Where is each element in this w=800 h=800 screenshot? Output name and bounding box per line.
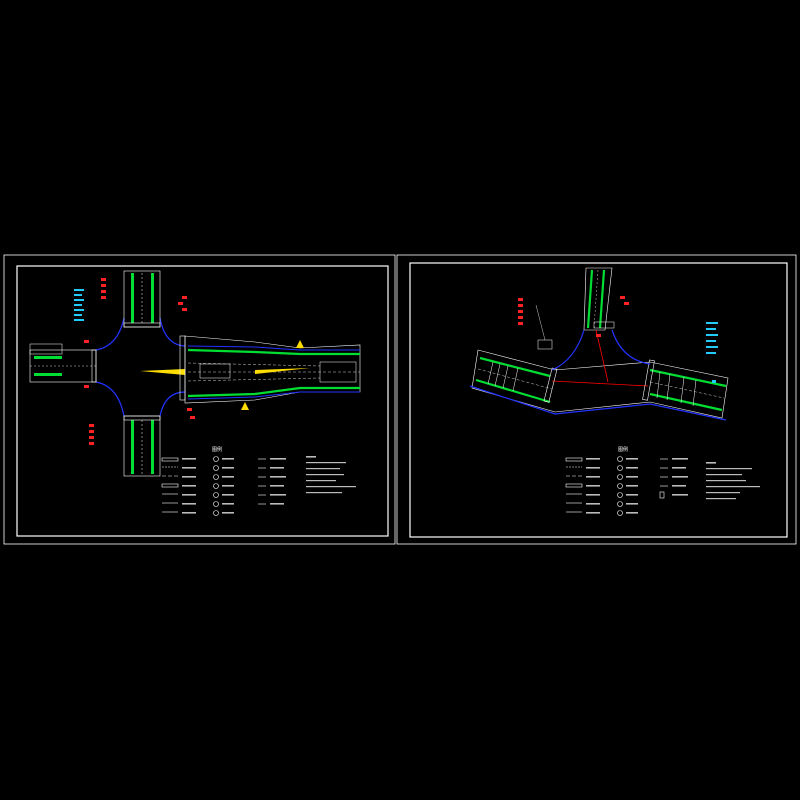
warning-triangle-icon <box>241 402 249 410</box>
legend-title: 图例 <box>212 446 222 453</box>
right-signal-heads <box>518 296 629 337</box>
curb-return-west <box>551 329 585 371</box>
right-sheet: 图例 <box>396 254 797 545</box>
left-signal-heads <box>84 278 195 445</box>
warning-triangle-icon <box>296 340 304 348</box>
left-intersection <box>29 270 361 477</box>
right-legend: 图例 <box>565 446 760 516</box>
left-sheet-outer-border <box>3 254 396 545</box>
main-road <box>471 349 729 419</box>
south-stop-line <box>123 415 161 421</box>
north-leg <box>583 267 613 331</box>
east-stop-line <box>179 335 186 401</box>
north-stop-line <box>123 322 161 328</box>
west-green-belt <box>34 356 62 359</box>
left-info-column <box>74 289 84 321</box>
right-sheet-outer-border <box>396 254 797 545</box>
east-green-belt-north <box>187 348 360 356</box>
left-legend: 图例 <box>161 446 356 516</box>
curb-return-ne <box>159 317 186 347</box>
curb-return-nw <box>95 317 125 351</box>
north-leg-axis-red <box>595 329 609 383</box>
left-sheet: 图例 <box>3 254 396 545</box>
curb-return-east <box>611 329 651 365</box>
west-stop-line <box>91 349 97 383</box>
legend-title: 图例 <box>618 446 628 453</box>
main-road-axis-red <box>551 380 649 387</box>
left-sheet-inner-frame <box>16 265 389 537</box>
right-sheet-inner-frame <box>409 262 788 538</box>
east-stop-line <box>642 359 655 401</box>
west-stop-line <box>543 367 558 403</box>
curb-return-se <box>159 391 186 417</box>
center-channelization-yellow <box>140 369 185 375</box>
west-road-name-box <box>29 343 63 355</box>
east-channelization-yellow <box>255 368 310 374</box>
right-info-column <box>706 322 718 383</box>
right-t-intersection <box>469 267 729 421</box>
east-green-belt-south <box>187 386 360 398</box>
curb-return-sw <box>95 381 125 417</box>
main-road-south-curb <box>469 385 727 421</box>
